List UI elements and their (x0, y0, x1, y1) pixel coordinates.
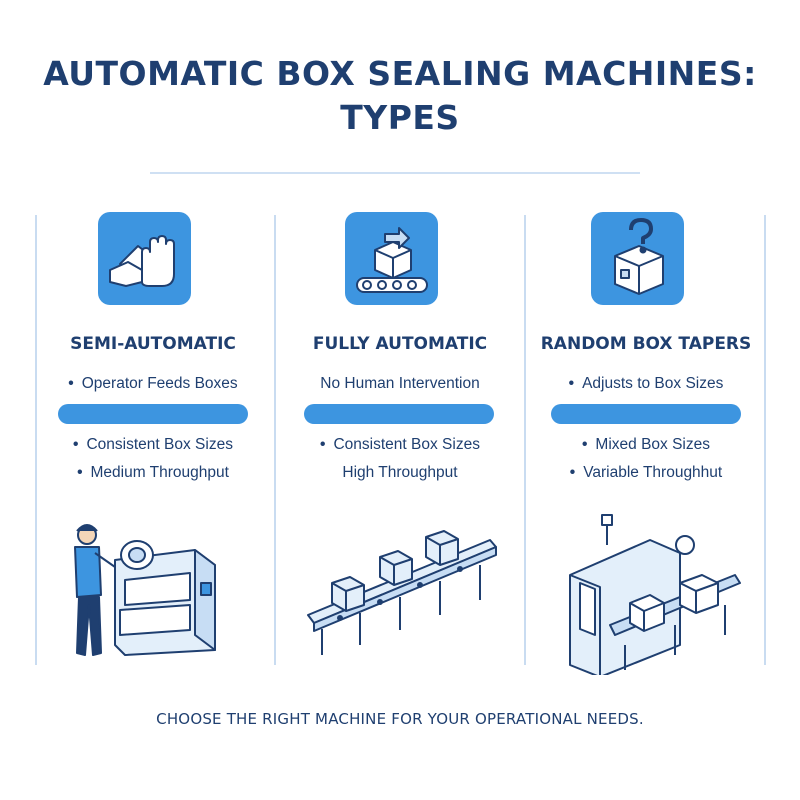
feature-item: Consistent Box Sizes (45, 436, 261, 454)
feature-item: Adjusts to Box Sizes (538, 375, 754, 393)
feature-item: High Throughput (342, 464, 458, 481)
column-divider (35, 215, 37, 665)
feature-item: No Human Intervention (320, 375, 480, 392)
hand-icon (98, 212, 191, 305)
highlight-bar (304, 404, 494, 424)
title-line-1: AUTOMATIC BOX SEALING MACHINES: (43, 54, 757, 93)
title-line-2: TYPES (340, 98, 460, 137)
column-divider (524, 215, 526, 665)
operator-machine-illustration (65, 505, 255, 670)
title-divider (150, 172, 640, 174)
column-semi-automatic: SEMI-AUTOMATIC Operator Feeds Boxes Cons… (45, 205, 261, 675)
column-heading: RANDOM BOX TAPERS (540, 334, 752, 354)
column-heading: FULLY AUTOMATIC (312, 334, 488, 354)
feature-item: Variable Throughhut (538, 464, 754, 482)
feature-item: Mixed Box Sizes (538, 436, 754, 454)
feature-item: Operator Feeds Boxes (45, 375, 261, 393)
page-title: AUTOMATIC BOX SEALING MACHINES: TYPES (0, 52, 800, 140)
random-taper-illustration (550, 505, 750, 680)
feature-item: Medium Throughput (45, 464, 261, 482)
column-random-box-tapers: RANDOM BOX TAPERS Adjusts to Box Sizes M… (538, 205, 754, 678)
feature-item: Consistent Box Sizes (292, 436, 508, 454)
conveyor-illustration (300, 505, 500, 670)
conveyor-box-icon (345, 212, 438, 305)
column-fully-automatic: FULLY AUTOMATIC No Human Intervention Co… (292, 205, 508, 675)
question-box-icon (591, 212, 684, 305)
column-divider (274, 215, 276, 665)
column-divider (764, 215, 766, 665)
footer-tagline: CHOOSE THE RIGHT MACHINE FOR YOUR OPERAT… (156, 710, 644, 728)
highlight-bar (551, 404, 741, 424)
column-heading: SEMI-AUTOMATIC (70, 334, 236, 354)
highlight-bar (58, 404, 248, 424)
